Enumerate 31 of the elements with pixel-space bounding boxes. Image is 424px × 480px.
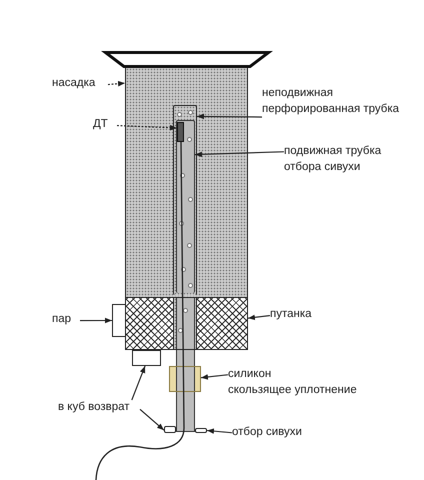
perforated-tube — [173, 105, 197, 295]
part-label: подвижная трубка отбора сивухи — [284, 144, 414, 176]
steam-inlet — [112, 304, 125, 337]
leader-line — [116, 124, 178, 130]
leader-line — [194, 151, 284, 158]
part-label: пар — [52, 312, 80, 328]
part-label: силикон — [228, 367, 272, 382]
scrubber-packing — [125, 297, 248, 350]
leader-line — [197, 114, 262, 120]
return-outlet — [164, 426, 176, 433]
column-lid — [104, 51, 270, 68]
leader-line — [131, 366, 146, 400]
leader-line — [80, 318, 112, 324]
part-label: в куб возврат — [58, 400, 140, 416]
leader-line — [200, 374, 228, 380]
part-label: путанка — [270, 307, 330, 323]
part-label: отбор сивухи — [232, 425, 322, 441]
leader-line — [140, 408, 164, 431]
part-label: насадка — [52, 76, 108, 92]
return-box — [132, 350, 161, 366]
leader-line — [108, 80, 126, 86]
part-label: неподвижная перфорированная трубка — [262, 86, 422, 118]
part-label: ДТ — [93, 117, 117, 133]
leader-line — [206, 428, 232, 434]
silicone-seal — [169, 366, 201, 392]
packing-section — [125, 67, 248, 297]
leader-line — [248, 314, 270, 320]
part-label: скользящее уплотнение — [228, 382, 358, 398]
fusel-outlet — [195, 428, 207, 433]
temperature-sensor — [177, 122, 184, 142]
sliding-tube — [176, 120, 195, 293]
